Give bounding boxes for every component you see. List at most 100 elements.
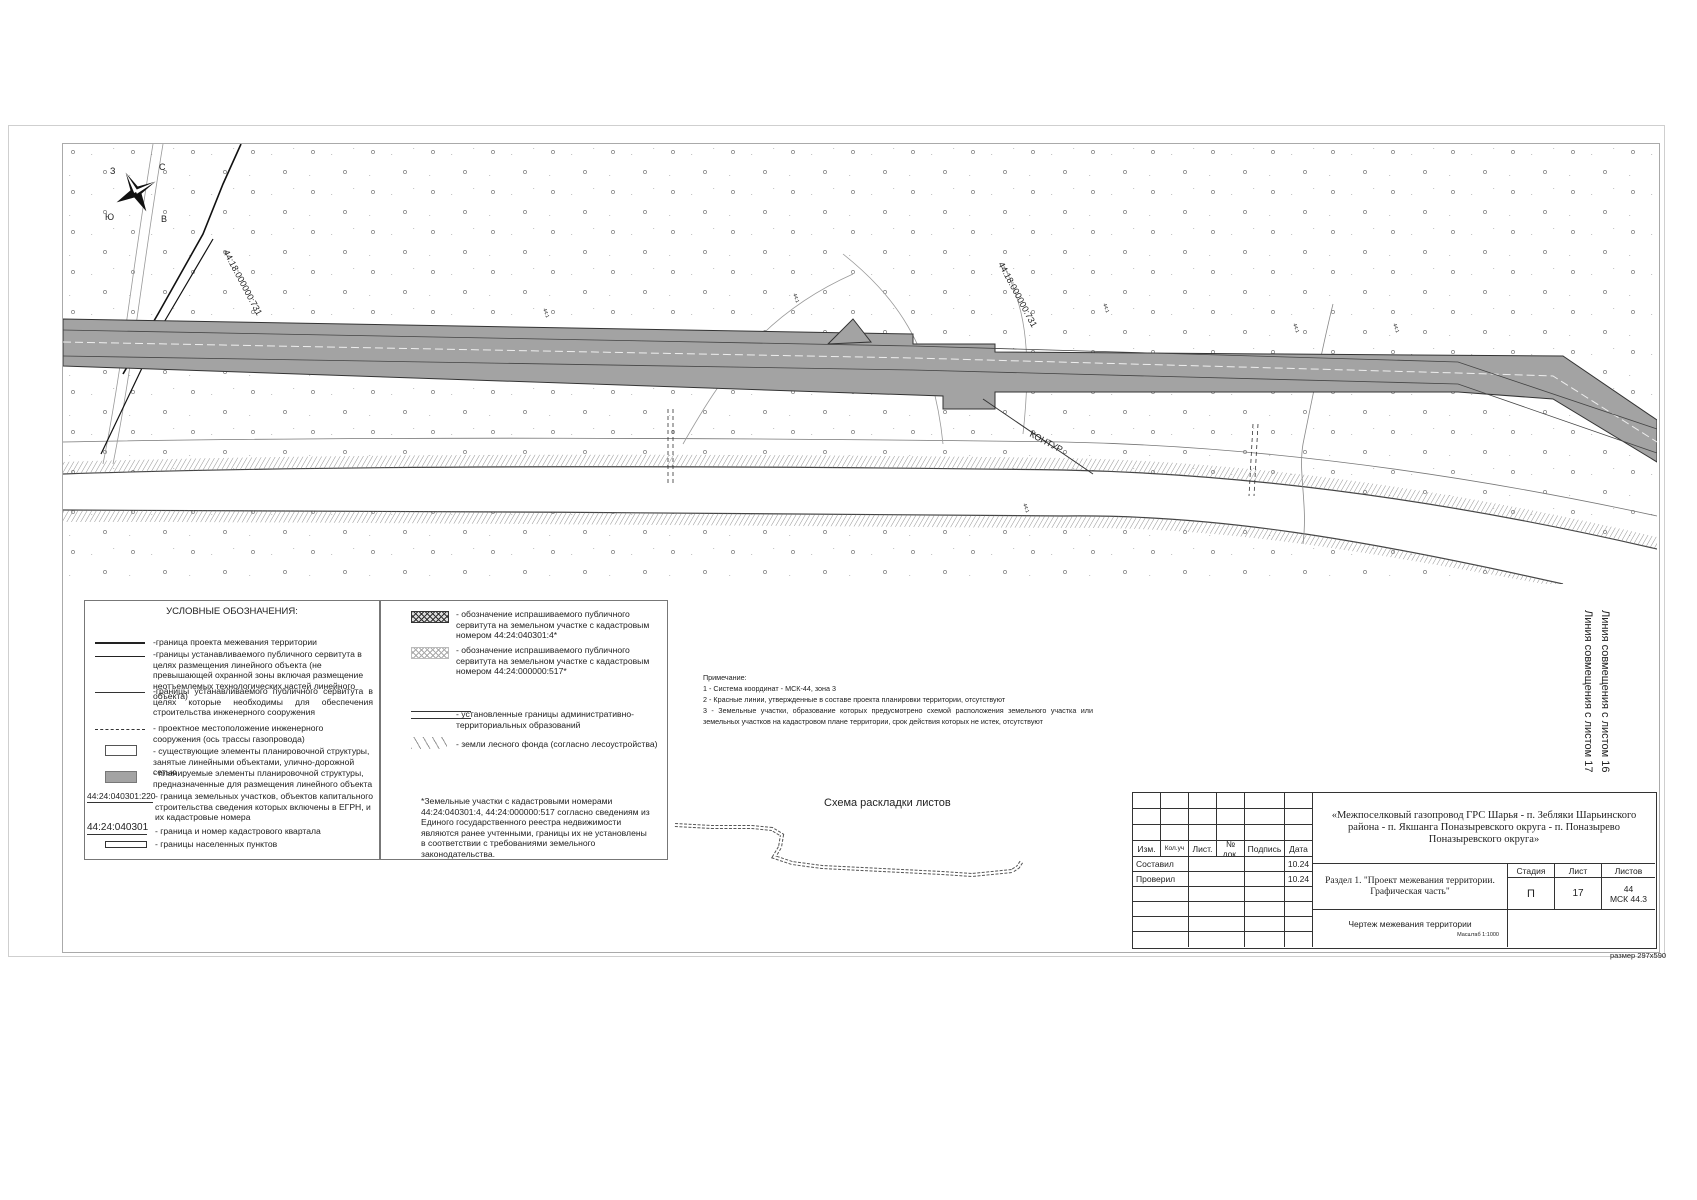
stamp-header-izm: Изм.	[1133, 841, 1161, 857]
sheet-border	[8, 125, 1665, 957]
stream	[1301, 303, 1334, 545]
planned-elements-symbol	[105, 771, 137, 783]
stamp-empty-2b	[1189, 902, 1245, 917]
note-2: 2 - Красные линии, утвержденные в состав…	[703, 695, 1006, 704]
sheet-layout-scheme	[674, 823, 1024, 878]
forest-fund-symbol	[411, 737, 447, 749]
stamp-empty-4c	[1245, 932, 1285, 947]
legend-item-9: - границы населенных пунктов	[155, 839, 278, 849]
small-label-1: 44:1	[791, 293, 800, 304]
stamp-grid-r3c2	[1161, 825, 1189, 841]
stamp-sheets-label: Листов	[1602, 864, 1655, 878]
stamp-empty-4d	[1285, 932, 1313, 947]
stamp-empty-1	[1133, 887, 1189, 902]
scheme-title: Схема раскладки листов	[824, 797, 951, 809]
existing-elements-symbol	[105, 745, 137, 756]
stamp-grid-r3c1	[1133, 825, 1161, 841]
stamp-grid-r2c4	[1217, 809, 1245, 825]
stamp-empty-3d	[1285, 917, 1313, 932]
compass-south: Ю	[105, 212, 114, 222]
stamp-sheets-code: МСК 44.3	[1609, 893, 1648, 904]
compass-north: С	[159, 162, 166, 172]
stamp-stage-label: Стадия	[1508, 864, 1555, 878]
servitude-line	[63, 329, 1657, 430]
note-3: 3 - Земельные участки, образование котор…	[703, 706, 1093, 726]
title-block: Изм. Кол.уч Лист. № док. Подпись Дата Со…	[1132, 792, 1657, 949]
stamp-grid-r3c4	[1217, 825, 1245, 841]
stamp-empty-3b	[1189, 917, 1245, 932]
legend-left: УСЛОВНЫЕ ОБОЗНАЧЕНИЯ: -граница проекта м…	[84, 600, 380, 860]
small-label-5: 44:1	[1021, 503, 1030, 514]
crossing-3	[1248, 423, 1254, 497]
compass-west: З	[110, 166, 115, 176]
stamp-empty-4	[1133, 932, 1189, 947]
map-canvas: · · ·	[63, 144, 1657, 584]
small-label-2: 44:1	[541, 308, 550, 319]
pipeline-axis	[63, 341, 1657, 443]
stamp-header-doc: № док.	[1217, 841, 1245, 857]
stamp-grid-r2c3	[1189, 809, 1217, 825]
stamp-role-2-doc	[1189, 872, 1245, 887]
corridor-bump	[826, 318, 872, 345]
stamp-empty-2	[1133, 902, 1189, 917]
stamp-org	[1508, 910, 1655, 947]
servitude-construction-symbol	[95, 692, 145, 693]
stamp-grid-r2c5	[1245, 809, 1285, 825]
stamp-grid-r2c6	[1285, 809, 1313, 825]
stamp-empty-1c	[1245, 887, 1285, 902]
stamp-sheets-count: 44	[1623, 883, 1634, 894]
notes-title: Примечание:	[703, 673, 747, 682]
legend-right-item-3: - установленные границы административно-…	[456, 709, 634, 730]
legend-title: УСЛОВНЫЕ ОБОЗНАЧЕНИЯ:	[166, 606, 298, 617]
stamp-drawing-title: Чертеж межевания территории	[1348, 919, 1472, 929]
legend-item-4: - проектное местоположение инженерного с…	[153, 723, 324, 744]
stamp-sheet: 17	[1555, 878, 1602, 910]
stamp-header-kol: Кол.уч	[1161, 841, 1189, 857]
legend-right-footnote: *Земельные участки с кадастровыми номера…	[421, 796, 650, 859]
stamp-role-2: Проверил	[1133, 872, 1189, 887]
stamp-empty-2c	[1245, 902, 1285, 917]
river-bank-top-hatch	[63, 454, 1657, 549]
servitude-parcel-4-symbol	[411, 611, 449, 623]
stamp-sheet-label: Лист	[1555, 864, 1602, 878]
stamp-empty-4b	[1189, 932, 1245, 947]
pipeline-axis-symbol	[95, 729, 145, 730]
stamp-grid-r2c2	[1161, 809, 1189, 825]
note-1: 1 - Система координат - МСК-44, зона 3	[703, 684, 836, 693]
stamp-role-1-sign	[1245, 857, 1285, 872]
stamp-section: Раздел 1. "Проект межевания территории. …	[1313, 864, 1508, 910]
stamp-header-date: Дата	[1285, 841, 1313, 857]
stamp-stage: П	[1508, 878, 1555, 910]
stamp-role-2-date: 10.24	[1285, 872, 1313, 887]
joint-line-16: Линия совмещения с листом 16	[1599, 610, 1611, 773]
legend-item-5: - существующие элементы планировочной ст…	[153, 746, 370, 777]
dirt-road-5	[1002, 263, 1028, 435]
kontur-line	[982, 398, 1094, 475]
legend-item-8: - граница и номер кадастрового квартала	[155, 826, 321, 836]
stamp-project-title: «Межпоселковый газопровод ГРС Шарья - п.…	[1313, 793, 1655, 864]
stamp-grid-r1c4	[1217, 793, 1245, 809]
stamp-empty-1d	[1285, 887, 1313, 902]
stamp-header-list: Лист.	[1189, 841, 1217, 857]
quarter-number-symbol: 44:24:040301	[87, 822, 149, 835]
legend-item-7: - граница земельных участков, объектов к…	[155, 791, 374, 822]
stamp-role-1: Составил	[1133, 857, 1189, 872]
parcel-number-symbol: 44:24:040301:220	[87, 791, 156, 803]
legend-item-2: -границы устанавливаемого публичного сер…	[153, 649, 364, 701]
stamp-grid-r1c1	[1133, 793, 1161, 809]
servitude-linear-symbol	[95, 656, 145, 657]
stamp-empty-3c	[1245, 917, 1285, 932]
legend-right: - обозначение испрашиваемого публичного …	[380, 600, 668, 860]
river-bank-top	[63, 466, 1657, 550]
legend-right-item-4: - земли лесного фонда (согласно лесоустр…	[456, 739, 658, 749]
stamp-grid-r3c3	[1189, 825, 1217, 841]
project-boundary-symbol	[95, 642, 145, 644]
stamp-grid-r2c1	[1133, 809, 1161, 825]
legend-item-3: -границы устанавливаемого публичного сер…	[153, 686, 373, 717]
drawing-frame	[62, 143, 1660, 953]
legend-right-item-2: - обозначение испрашиваемого публичного …	[456, 645, 650, 676]
admin-boundary-symbol	[411, 711, 471, 719]
stamp-empty-2d	[1285, 902, 1313, 917]
dirt-road-4	[842, 253, 944, 445]
planned-corridor	[63, 318, 1657, 463]
